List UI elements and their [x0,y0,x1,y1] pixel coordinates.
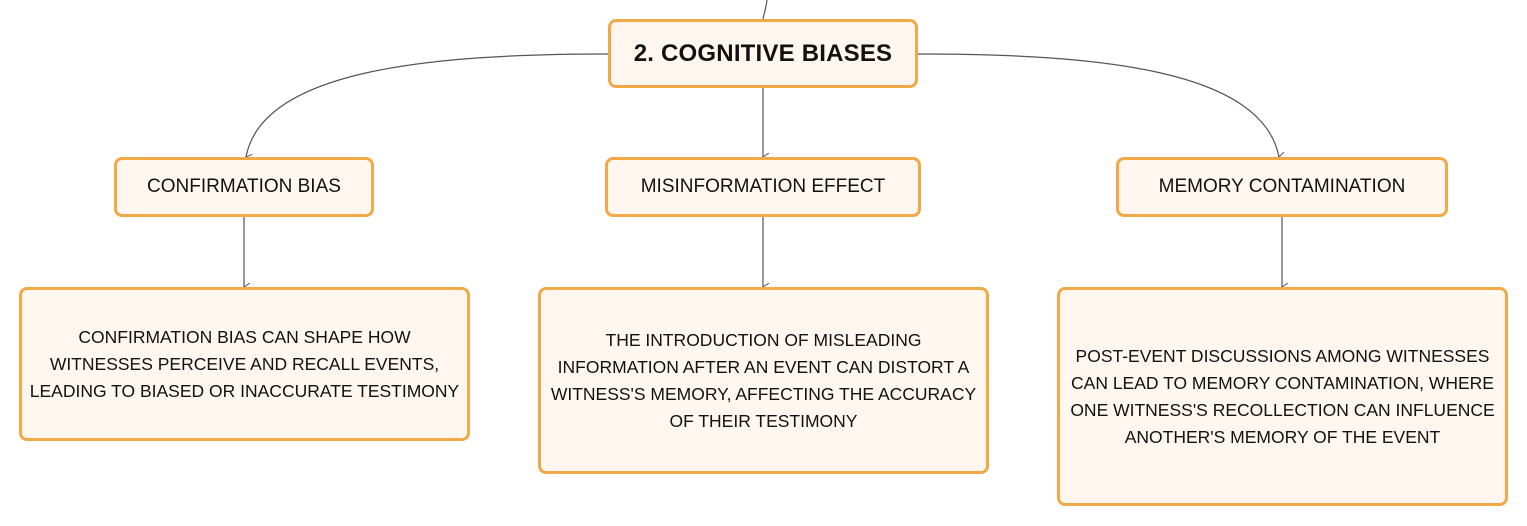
topic-node-confirmation-bias[interactable]: CONFIRMATION BIAS [114,157,374,217]
topic-node-misinformation-effect[interactable]: MISINFORMATION EFFECT [605,157,921,217]
incoming-connector [762,0,768,20]
connector-root-to-memory-contamination [917,53,1279,157]
description-text: CONFIRMATION BIAS CAN SHAPE HOW WITNESSE… [29,326,460,401]
root-node-label: 2. COGNITIVE BIASES [633,39,893,67]
description-text: POST-EVENT DISCUSSIONS AMONG WITNESSES C… [1070,345,1495,447]
topic-node-memory-contamination[interactable]: MEMORY CONTAMINATION [1116,157,1448,217]
description-node-memory-contamination[interactable]: POST-EVENT DISCUSSIONS AMONG WITNESSES C… [1057,287,1508,506]
topic-node-label: MEMORY CONTAMINATION [1158,176,1406,197]
description-node-confirmation-bias[interactable]: CONFIRMATION BIAS CAN SHAPE HOW WITNESSE… [19,287,470,441]
connector-root-to-confirmation-bias [246,53,609,157]
topic-node-label: MISINFORMATION EFFECT [640,176,886,197]
root-node[interactable]: 2. COGNITIVE BIASES [608,19,918,88]
description-text: THE INTRODUCTION OF MISLEADING INFORMATI… [550,329,977,431]
description-node-misinformation-effect[interactable]: THE INTRODUCTION OF MISLEADING INFORMATI… [538,287,989,474]
topic-node-label: CONFIRMATION BIAS [147,176,341,197]
